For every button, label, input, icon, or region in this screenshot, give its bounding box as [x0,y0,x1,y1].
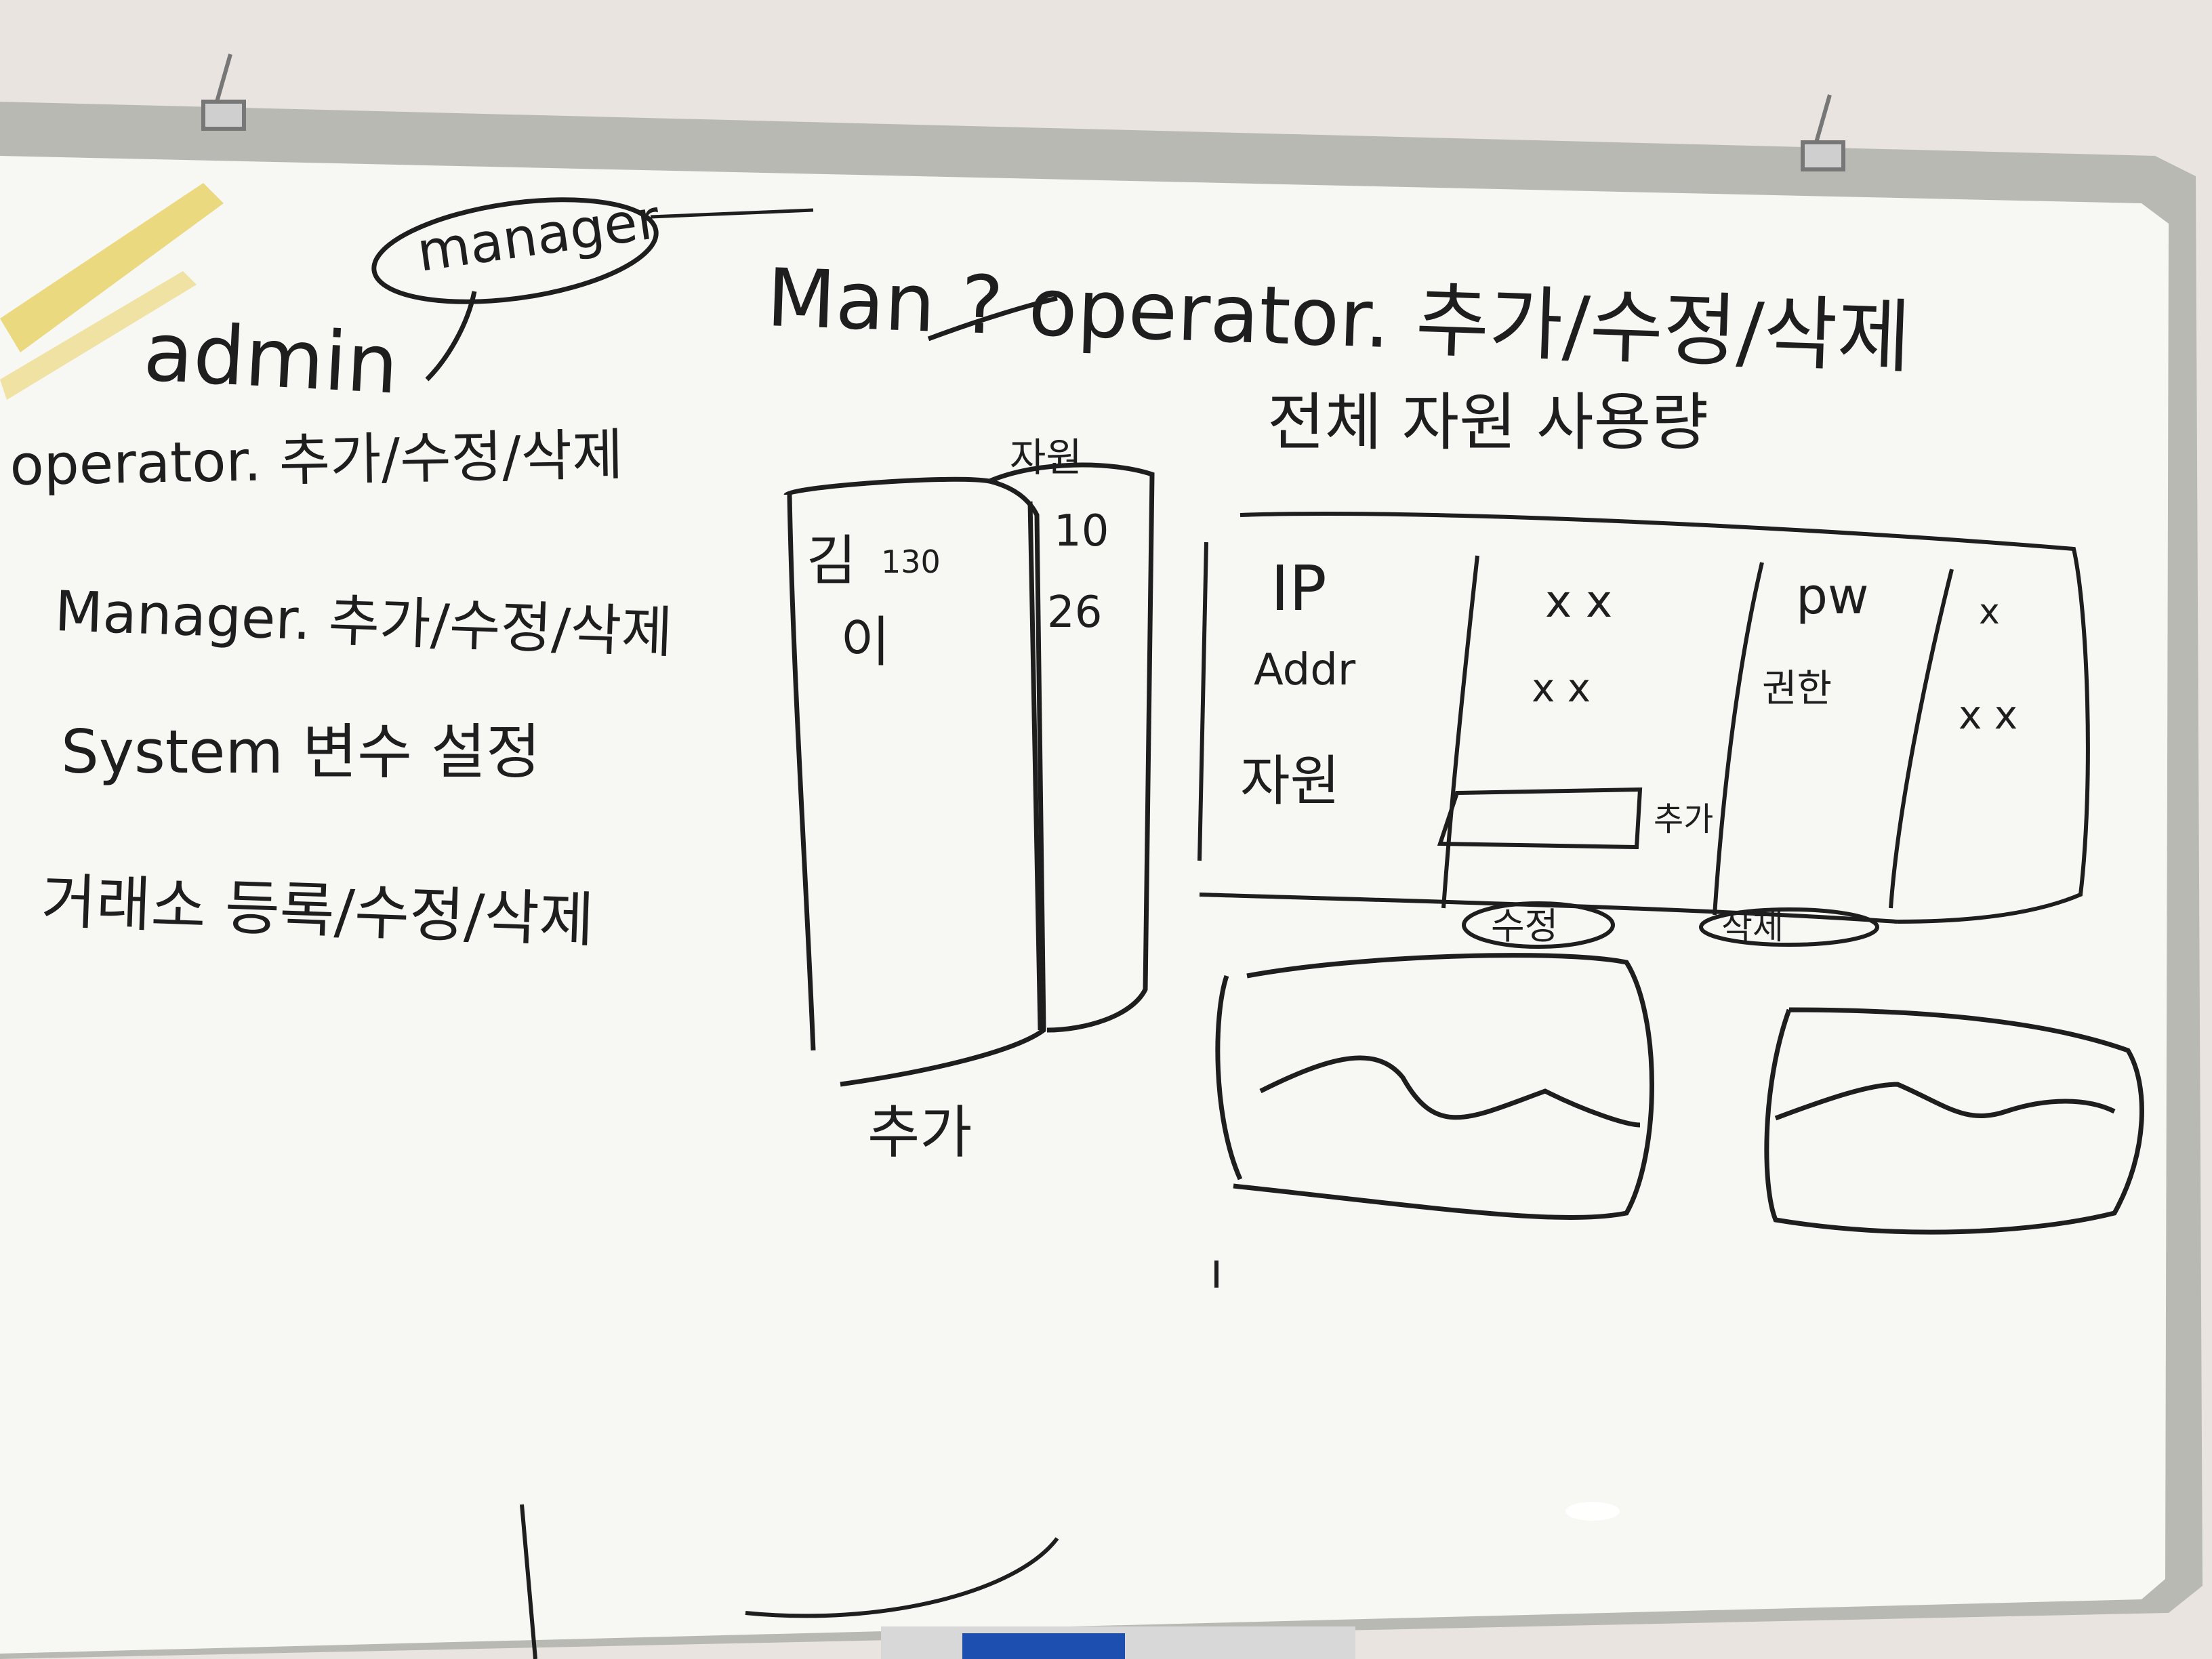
list-panel [783,462,1155,1087]
subheading-usage: 전체 자원 사용량 [1267,386,1708,459]
hanging-clip-left [201,54,246,131]
manager-arrow [425,291,477,382]
resource-input-box[interactable] [1437,787,1643,850]
ip-label: IP [1271,552,1327,625]
detail-form-frame [1197,512,2090,924]
list-header: 자원 [1010,434,1082,480]
glare [1565,1502,1620,1521]
list-row-2-value: 26 [1047,588,1102,638]
xx-1: x x [1545,575,1612,628]
add-mark: 추가 [1654,800,1713,838]
add-label: 추가 [867,1099,972,1166]
stray-stroke-2 [745,1537,1059,1618]
manager-circle [371,197,659,304]
admin-title: admin [141,305,401,412]
tape-strip [0,183,224,400]
operator-line: operator. 추가/수정/삭제 [9,423,624,498]
xx-3: x x [1959,692,2018,738]
delete-button[interactable] [1699,907,1879,947]
chart-sketch-right [1764,1007,2144,1235]
arrow-stroke-top [650,208,814,219]
hanging-clip-right [1801,94,1845,171]
chart-sketch-left [1215,953,1654,1220]
list-row-1-note: 130 [881,544,941,580]
marker [962,1633,1125,1659]
list-row-2-name: 이 [840,611,890,674]
edit-button[interactable] [1462,901,1615,949]
resource-label: 자원 [1240,750,1340,813]
stray-stroke [520,1504,537,1659]
xx-2: x x [1532,665,1591,711]
list-row-1-name: 김 [806,529,857,592]
list-row-1-value: 10 [1054,506,1109,556]
system-line: System 변수 설정 [61,717,541,787]
x-single: x [1979,592,2000,632]
heading-underline-stroke [927,295,1058,342]
addr-label: Addr [1254,645,1356,695]
delete-button-label: 삭제 [1721,907,1784,947]
board-surface [0,156,2169,1654]
edit-button-label: 수정 [1491,905,1558,947]
pw-label: pw [1796,567,1869,626]
perm-label: 권한 [1762,667,1832,711]
